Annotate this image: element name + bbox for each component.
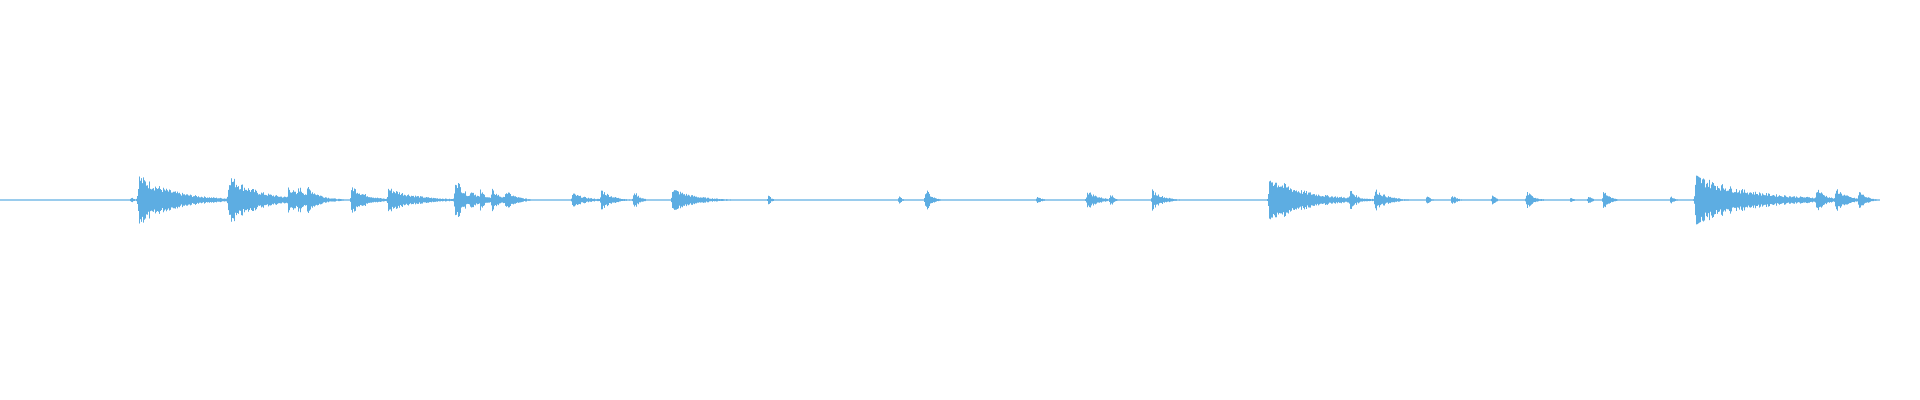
waveform-samples (0, 175, 1880, 225)
